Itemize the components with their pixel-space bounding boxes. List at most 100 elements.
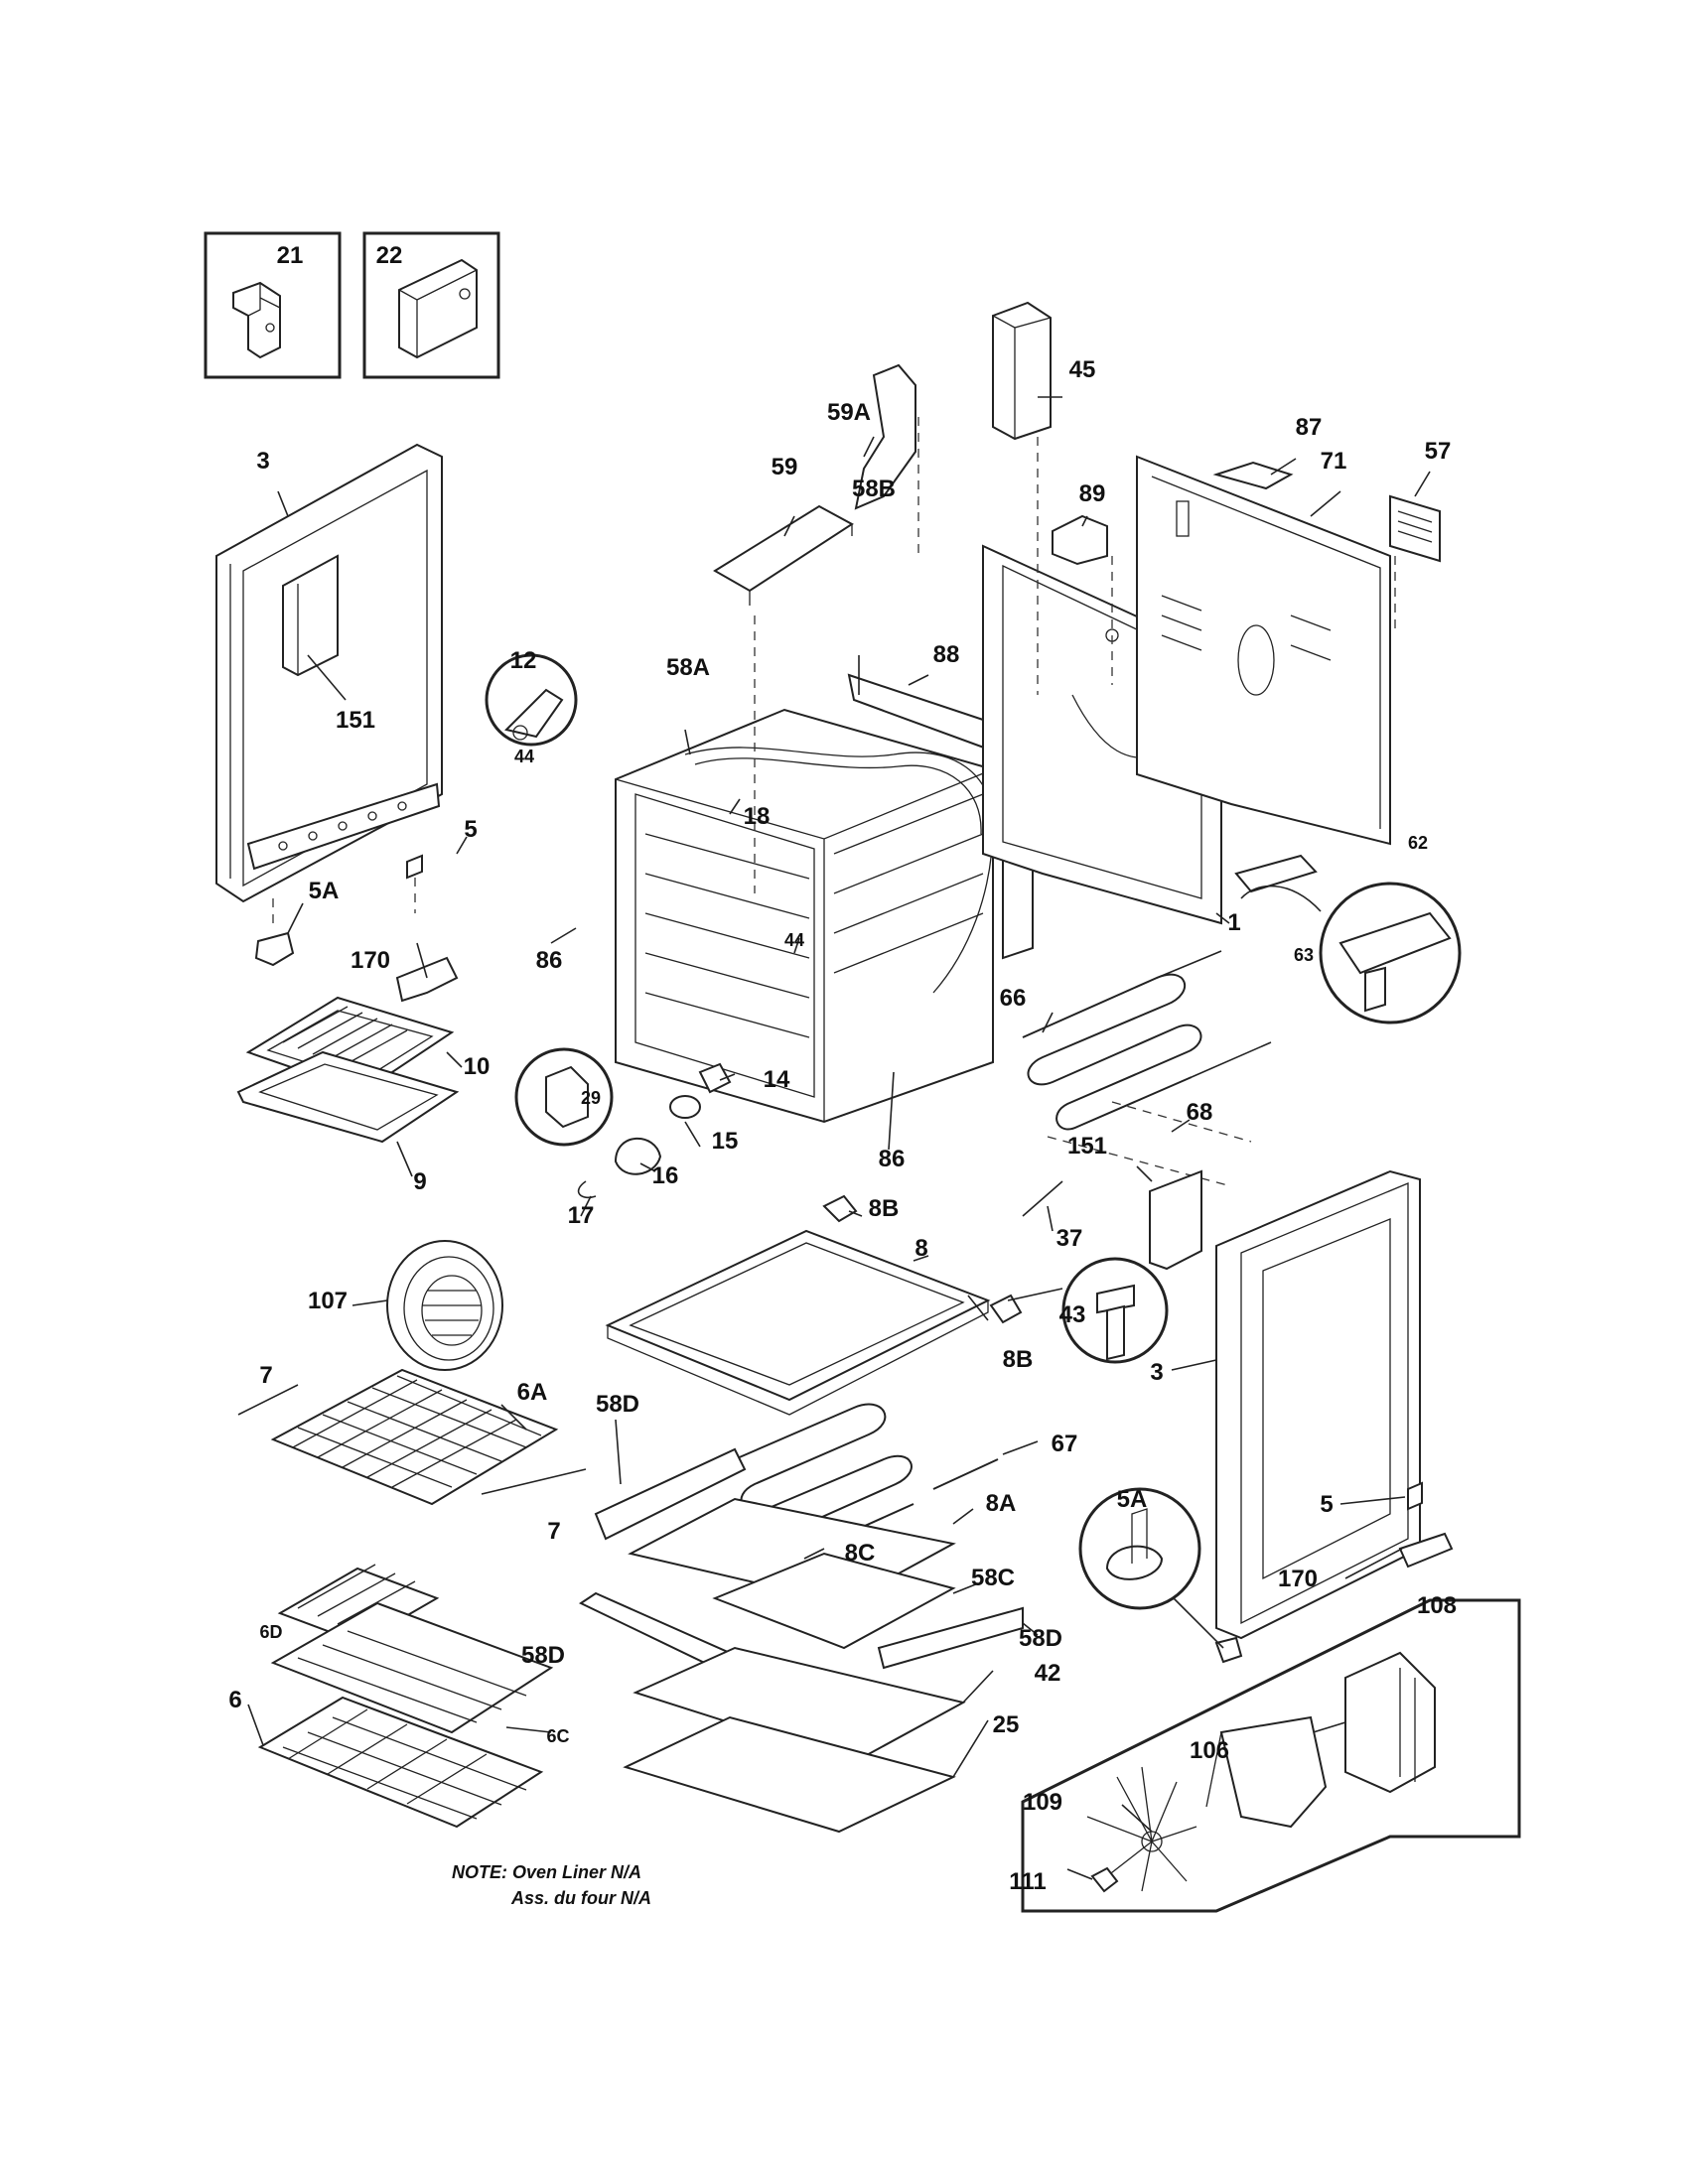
leveling-leg-callout-5A [1078,1487,1201,1610]
rack-6 [257,1696,544,1829]
callout-7b: 7 [547,1518,560,1545]
callout-43: 43 [1059,1301,1086,1328]
convection-fan-assembly-box [1021,1598,1521,1913]
drawer-tray-58C [712,1552,956,1650]
callout-89: 89 [1079,480,1106,507]
callout-9: 9 [413,1168,426,1195]
callout-58dc: 58D [521,1642,565,1669]
callout-12: 12 [510,647,537,674]
oven-bottom-8 [605,1229,991,1416]
callout-59: 59 [772,454,798,480]
callout-44a: 44 [514,747,534,766]
callout-22: 22 [376,242,403,269]
callout-58c: 58C [971,1565,1015,1591]
leader-lines [247,396,1431,1880]
callout-6: 6 [228,1687,241,1713]
callout-45: 45 [1069,356,1096,383]
callout-151b: 151 [1067,1133,1107,1160]
callout-86a: 86 [536,947,563,974]
callout-5aa: 5A [309,878,340,904]
callout-42: 42 [1035,1660,1061,1687]
callout-88: 88 [933,641,960,668]
callout-8a: 8A [986,1490,1017,1517]
callout-25: 25 [993,1711,1020,1738]
callout-10: 10 [464,1053,491,1080]
callout-59a: 59A [827,399,871,426]
right-panel-bracket-151 [1149,1169,1202,1271]
callout-5ab: 5A [1117,1486,1148,1513]
rear-cover-71 [1136,455,1391,846]
clips-8B [822,1194,1023,1324]
left-side-panel [215,443,443,903]
callout-151a: 151 [336,707,375,734]
callout-44b: 44 [784,930,804,950]
callout-57: 57 [1425,438,1452,465]
callout-5a: 5 [464,816,477,843]
callout-21: 21 [277,242,304,269]
callout-58b: 58B [852,476,896,502]
insulation-wrap-58A [684,747,994,994]
callout-71: 71 [1321,448,1347,475]
callout-6a: 6A [517,1379,548,1406]
drawer-side-58D-left [594,1447,747,1541]
callout-68: 68 [1187,1099,1213,1126]
callout-8bb: 8B [1003,1346,1034,1373]
callout-14: 14 [764,1066,790,1093]
note-line-1: NOTE: Oven Liner N/A [452,1862,641,1882]
callout-87: 87 [1296,414,1323,441]
right-side-panel [1215,1169,1421,1640]
callout-6d: 6D [259,1622,282,1642]
callout-37: 37 [1056,1225,1083,1252]
callout-111: 111 [1009,1868,1046,1895]
callout-108: 108 [1417,1592,1457,1619]
callout-8ba: 8B [869,1195,900,1222]
part-22-inset [362,231,500,379]
vent-duct-59A [854,363,916,510]
lamp-parts [577,1062,732,1199]
callout-109: 109 [1023,1789,1062,1816]
fan-cover-107 [386,1240,503,1371]
insulation-68 [1047,1101,1252,1187]
light-switch-callout-29 [514,1047,614,1147]
screw-43-callout [1061,1257,1169,1364]
callout-58a: 58A [666,654,710,681]
rack-6A [270,1368,559,1506]
callout-15: 15 [712,1128,739,1155]
cover-plate-57 [1389,494,1441,563]
callout-170b: 170 [1278,1566,1318,1592]
callout-62: 62 [1408,833,1428,853]
left-panel-bracket-151 [282,554,339,677]
bracket-89 [1052,514,1108,566]
callout-16: 16 [652,1162,679,1189]
note-line-2: Ass. du four N/A [510,1888,651,1908]
callout-8: 8 [914,1235,927,1262]
callout-3a: 3 [256,448,269,475]
vent-duct-59 [713,504,854,606]
fan-bracket-106 [1205,1715,1328,1829]
sensor-callout-12 [485,653,578,747]
callout-66: 66 [1000,985,1027,1012]
callout-67: 67 [1052,1431,1078,1457]
callout-3b: 3 [1150,1359,1163,1386]
callout-170a: 170 [351,947,390,974]
callout-58db: 58D [1019,1625,1062,1652]
callout-86b: 86 [879,1146,906,1172]
vent-duct-45 [992,301,1052,441]
bracket-87 [1212,461,1294,490]
part-21-inset [204,231,342,379]
callout-63: 63 [1294,945,1314,965]
broil-element-66 [1022,950,1272,1131]
wire-37 [1022,1180,1063,1217]
callout-29: 29 [581,1088,601,1108]
callout-107: 107 [308,1288,348,1314]
callout-5b: 5 [1320,1491,1333,1518]
callout-8c: 8C [845,1540,876,1567]
oven-cavity [615,708,994,1124]
leveling-leg-left [254,854,459,1003]
callout-58da: 58D [596,1391,639,1418]
callout-1: 1 [1227,909,1240,936]
callout-6c: 6C [546,1726,569,1746]
rack-guides-7 [237,1384,587,1495]
